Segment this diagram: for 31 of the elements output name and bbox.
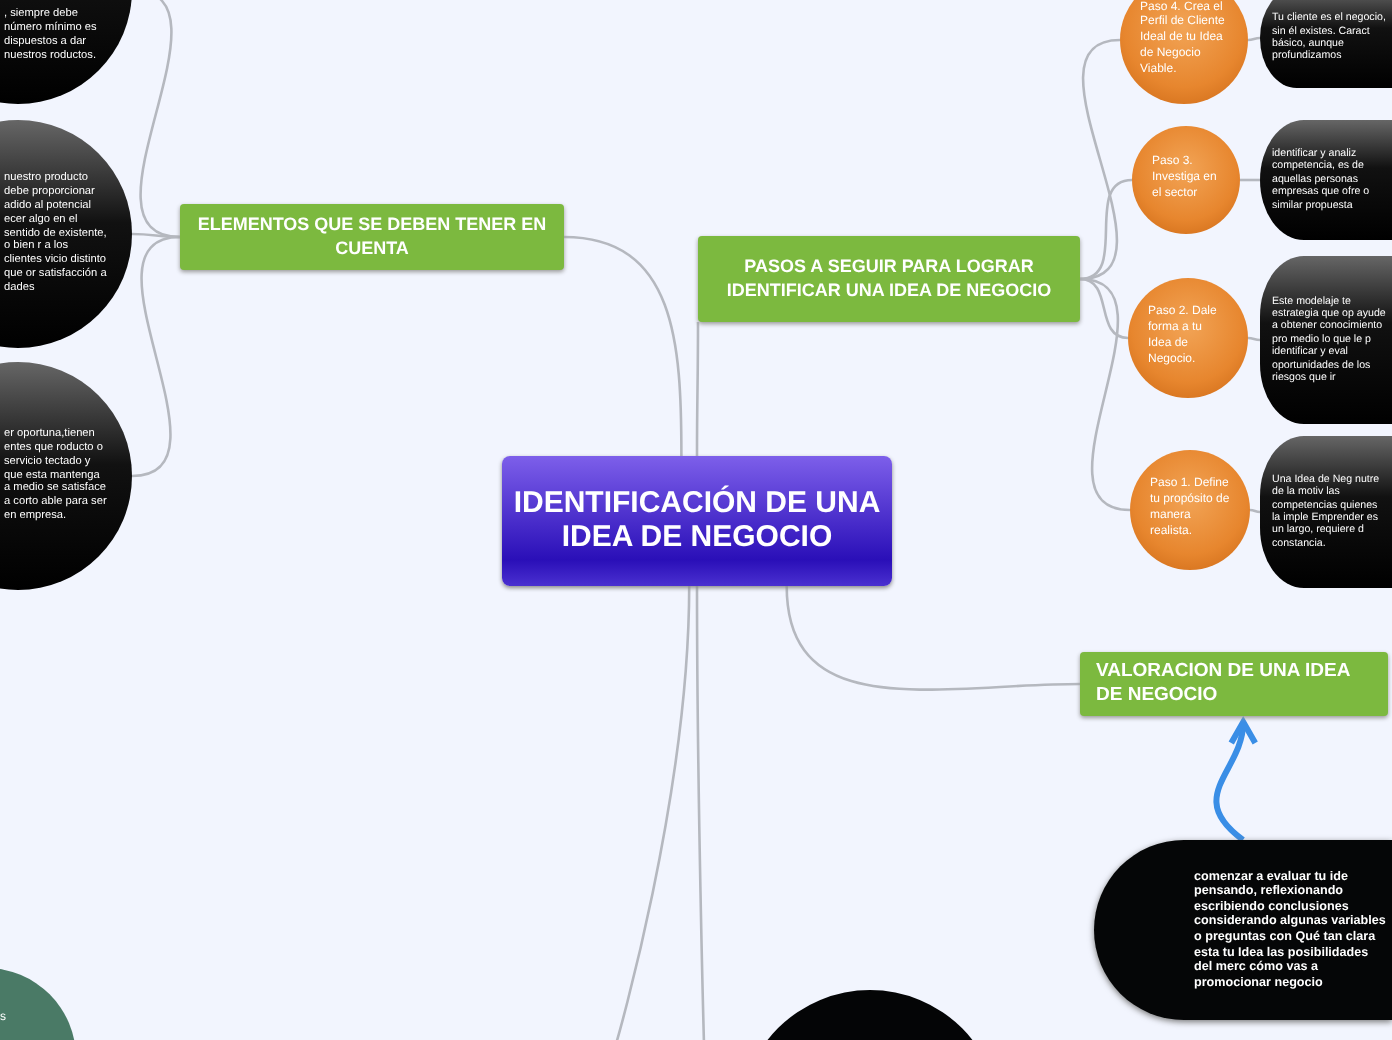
connector-line [1249, 508, 1261, 514]
subtopic-box [698, 236, 1080, 322]
connector-line [1079, 38, 1121, 281]
step-circle [1120, 0, 1248, 104]
central-topic-box [502, 456, 892, 586]
connector-line [1079, 277, 1129, 340]
connector-line [563, 235, 683, 456]
node-text: ELEMENTOS QUE SE DEBEN TENER EN CUENTA [195, 214, 549, 260]
connector-line [1247, 36, 1261, 42]
connector-line [695, 322, 700, 456]
note-bubble [1094, 840, 1392, 1020]
connector-line [132, 232, 180, 239]
arrow [1213, 719, 1257, 843]
node-text: IDENTIFICACIÓN DE UNA IDEA DE NEGOCIO [511, 488, 883, 554]
node-text: VALORACION DE UNA IDEA DE NEGOCIO [1096, 659, 1352, 709]
connector-line [614, 585, 691, 1040]
note-bubble [1260, 0, 1392, 88]
node-text: PASOS A SEGUIR PARA LOGRAR IDENTIFICAR UNA IDEA DE NEGOCIO [724, 256, 1054, 302]
connector-line [1079, 178, 1133, 281]
note-bubble [1260, 436, 1392, 588]
note-bubble [1260, 256, 1392, 424]
step-circle [1132, 126, 1240, 234]
note-bubble [1260, 120, 1392, 240]
connector-line [785, 585, 1081, 691]
connector-line [1247, 336, 1261, 342]
subtopic-box [1080, 652, 1388, 716]
subtopic-box [180, 204, 564, 270]
connector-line [1079, 277, 1131, 512]
connector-line [695, 586, 706, 1040]
connector-line [1240, 178, 1260, 182]
connector-line [131, 235, 181, 478]
